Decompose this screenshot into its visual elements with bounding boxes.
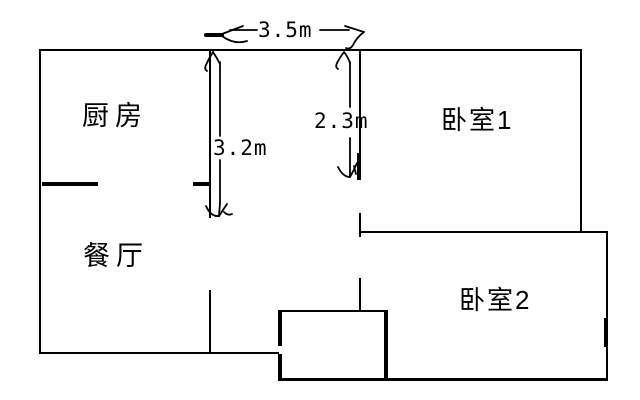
dim-arrow-right-height xyxy=(335,51,358,178)
dimension-label-right-height: 2.3m xyxy=(314,109,369,133)
bedroom2-wall-right xyxy=(606,231,608,380)
room-label-kitchen: 厨房 xyxy=(82,101,148,131)
bedroom1-door-jamb xyxy=(357,153,361,180)
room-label-dining: 餐厅 xyxy=(83,241,149,271)
kitchen-doorway-wall-left xyxy=(42,182,98,186)
utility-box-left-upper xyxy=(278,310,282,346)
dim-arrow-left-height xyxy=(204,51,233,217)
bottom-wall-lower xyxy=(278,378,608,381)
bedroom2-window-mark xyxy=(604,318,608,347)
utility-box-right xyxy=(384,312,388,380)
dining-wall-lower xyxy=(209,290,211,354)
bedroom1-wall-left-upper xyxy=(359,49,361,153)
utility-box-top xyxy=(278,310,388,312)
kitchen-doorway-wall-right xyxy=(193,182,210,186)
room-label-bedroom1: 卧室1 xyxy=(441,105,514,135)
bedrooms-divider-wall xyxy=(359,231,608,233)
dimension-label-left-height: 3.2m xyxy=(213,136,268,160)
outer-wall-top xyxy=(39,49,582,51)
outer-wall-left xyxy=(39,49,41,354)
outer-wall-bottom-main xyxy=(39,352,279,354)
bedroom1-wall-left-mid xyxy=(359,213,361,237)
dim-arrow-top-width xyxy=(204,25,365,50)
bedroom2-wall-left xyxy=(359,278,361,312)
room-label-bedroom2: 卧室2 xyxy=(459,285,532,315)
dimension-label-top-width: 3.5m xyxy=(258,18,313,42)
utility-box-left-lower xyxy=(278,354,282,380)
outer-wall-right-upper xyxy=(580,49,582,233)
kitchen-wall-right xyxy=(209,49,211,218)
